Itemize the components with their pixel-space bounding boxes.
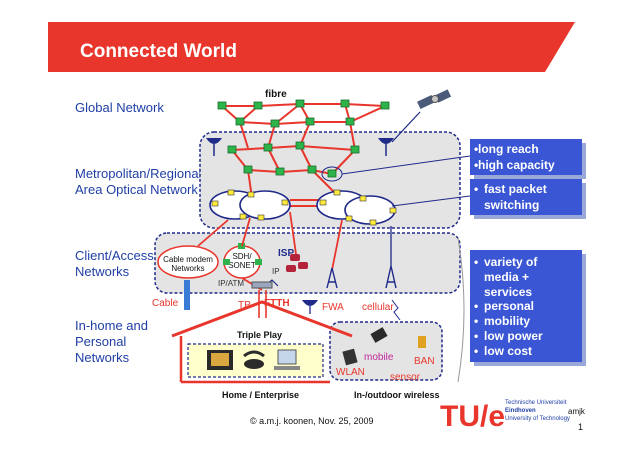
satellite-link-zigzag (391, 111, 421, 143)
callout-3-bullets: • • • • • (474, 255, 478, 358)
label-inhome-line1: In-home and (75, 318, 148, 333)
metro-mesh-nodes (227, 141, 360, 178)
uni-name-1: Technische Universiteit (505, 400, 567, 406)
in-outdoor-wireless-label: In-/outdoor wireless (354, 390, 440, 400)
copyright: © a.m.j. koonen, Nov. 25, 2009 (250, 416, 374, 426)
callout-3-item-1: variety of (484, 255, 538, 269)
isp-label: ISP (278, 248, 294, 259)
cable-modem-label-2: Networks (171, 264, 204, 273)
sdh-label-2: SONET (228, 261, 256, 270)
sdh-nodes (223, 243, 262, 265)
callout-1-bullet-2: • (474, 158, 478, 172)
callout-2-line-2: switching (484, 198, 539, 212)
tp-label: TP (238, 300, 251, 311)
ip-atm-label: IP/ATM (218, 279, 244, 288)
svg-text:•: • (474, 344, 478, 358)
ban-label: BAN (414, 356, 435, 367)
sensor-device-icon (418, 336, 426, 348)
triple-play-label: Triple Play (237, 330, 282, 340)
label-global-network: Global Network (75, 100, 164, 115)
home-enterprise-label: Home / Enterprise (222, 390, 299, 400)
label-inhome-line3: Networks (75, 350, 130, 365)
wireless-region (329, 321, 443, 381)
title-bar (48, 22, 575, 72)
cable-modem-label-1: Cable modem (163, 255, 213, 264)
tue-logo: TU/e (440, 400, 505, 433)
callout-3-item-2: media + (484, 270, 529, 284)
uni-name-3: University of Technology (505, 416, 570, 422)
house-roof (171, 300, 353, 338)
cell-tower-icon-1 (326, 267, 338, 289)
svg-text:•: • (474, 255, 478, 269)
callout-2-bullet: • (474, 182, 478, 196)
fwa-dish-icon (302, 300, 318, 314)
callout-1-bullet-1: • (474, 142, 478, 156)
callout-3 (470, 250, 582, 362)
label-inhome-line2: Personal (75, 334, 126, 349)
fwa-label: FWA (322, 302, 344, 313)
callout-3-item-5: mobility (484, 314, 530, 328)
slide-title: Connected World (80, 41, 237, 62)
callout-1-item-1: long reach (478, 142, 539, 156)
tv-icon (207, 350, 233, 370)
computer-icon (274, 349, 300, 370)
ip-label: IP (272, 267, 280, 276)
sdh-label-1: SDH/ (232, 252, 252, 261)
callout-3-item-3: services (484, 285, 532, 299)
svg-text:•: • (474, 329, 478, 343)
cellular-zigzag (391, 299, 401, 321)
callout-3-item-4: personal (484, 299, 534, 313)
author-initials: amjk (568, 407, 586, 416)
callout-2 (470, 179, 582, 215)
ftth-label: FTTH (264, 298, 290, 309)
uni-name-2: Eindhoven (505, 408, 536, 414)
global-mesh-nodes (217, 99, 390, 128)
mobile-label: mobile (364, 352, 394, 363)
label-access-line1: Client/Access (75, 248, 154, 263)
label-metro-line2: Area Optical Network (75, 182, 198, 197)
phone-icon (243, 350, 265, 369)
dish-antenna-icon-right (378, 138, 394, 156)
isp-router-icon (286, 254, 308, 272)
page-number: 1 (578, 422, 583, 432)
callout-2-line-1: fast packet (484, 182, 547, 196)
cellular-label: cellular (362, 302, 394, 313)
sensor-label: sensor (390, 372, 421, 383)
callout-pointer-2 (391, 195, 471, 207)
callout-1 (470, 139, 582, 175)
svg-text:•: • (474, 299, 478, 313)
access-bracket (457, 237, 465, 383)
ring-nodes (211, 189, 397, 226)
cable-connector-icon (184, 280, 190, 310)
fibre-label: fibre (265, 89, 287, 100)
svg-text:•: • (474, 314, 478, 328)
callout-1-item-2: high capacity (478, 158, 555, 172)
label-access-line2: Networks (75, 264, 130, 279)
callout-pointer-1 (341, 155, 471, 175)
callout-3-item-7: low cost (484, 344, 532, 358)
satellite-icon (417, 89, 452, 110)
cable-modem-network (157, 245, 219, 279)
dish-antenna-icon-left (206, 138, 222, 156)
wlan-label: WLAN (336, 367, 365, 378)
mobile-phone-icon (370, 327, 388, 343)
cable-label: Cable (152, 298, 179, 309)
metro-rings (209, 190, 396, 225)
laptop-icon (342, 348, 358, 366)
callout-3-item-6: low power (484, 329, 543, 343)
access-switch-icon (251, 281, 273, 289)
label-metro-line1: Metropolitan/Regional (75, 166, 202, 181)
